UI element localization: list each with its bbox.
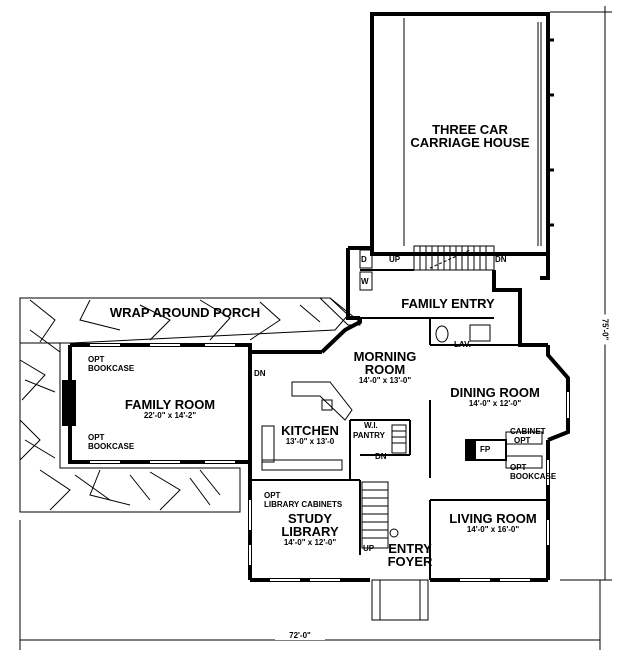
stair-dn-label: DN [375,452,387,461]
study-label-line2: LIBRARY [281,524,339,539]
library-cabinets-line1: OPT [264,491,281,500]
cabinet-opt-line1: CABINET [510,427,546,436]
morning-room-size: 14'-0" x 13'-0" [358,376,412,385]
living-room-label: LIVING ROOM [449,511,537,526]
family-room-dn-label: DN [254,369,266,378]
overall-width-label: 72'-0" [275,632,325,640]
family-entry-label: FAMILY ENTRY [401,296,495,311]
morning-room-label-line2: ROOM [364,362,406,377]
lav-label: LAV. [454,340,471,349]
stair-up-label: UP [363,544,375,553]
kitchen-label: KITCHEN [281,423,339,438]
living-room-size: 14'-0" x 16'-0" [466,525,520,534]
garage-label-line2: CARRIAGE HOUSE [410,135,530,150]
study-label-line1: STUDY [287,511,333,526]
stair-dn-top-label: DN [495,255,507,264]
dining-room-size: 14'-0" x 12'-0" [468,399,522,408]
washer-label: W [361,277,369,286]
fireplaces [62,380,543,469]
opt-bookcase-bottom-line1: OPT [88,433,105,442]
pantry-label: PANTRY [353,431,385,440]
study-size: 14'-0" x 12'-0" [283,538,337,547]
interior-walls [250,269,548,580]
family-room-size: 22'-0" x 14'-2" [143,411,197,420]
garage-stairs [413,245,495,271]
morning-room-label-line1: MORNING [353,349,417,364]
opt-bookcase-bottom-line2: BOOKCASE [88,442,135,451]
entry-stoop [371,579,429,621]
kitchen-size: 13'-0" x 13'-0 [285,437,335,446]
dining-opt-bookcase-line1: OPT [510,463,527,472]
dryer-label: D [361,255,367,264]
library-cabinets-line2: LIBRARY CABINETS [264,500,343,509]
garage-label-line1: THREE CAR [432,122,508,137]
cabinet-opt-line2: OPT [514,436,531,445]
dining-room-label: DINING ROOM [450,385,540,400]
walk-in-label: W.I. [364,421,378,430]
family-room-label: FAMILY ROOM [124,397,216,412]
windows [90,344,569,581]
entry-foyer-label-line2: FOYER [387,554,433,569]
dimension-lines [19,6,612,650]
main-stair [361,424,407,549]
dining-opt-bookcase-line2: BOOKCASE [510,472,557,481]
opt-bookcase-top-line1: OPT [88,355,105,364]
garage-walls [370,12,554,256]
stair-up-top-label: UP [389,255,401,264]
porch-label: WRAP AROUND PORCH [109,305,261,320]
entry-foyer-label-line1: ENTRY [388,541,432,556]
kitchen-counters [261,381,353,471]
opt-bookcase-top-line2: BOOKCASE [88,364,135,373]
porch-area [19,297,361,513]
fireplace-label: FP [480,445,491,454]
overall-depth-label: 75'-0" [600,314,610,345]
lav-fixtures [359,249,491,343]
